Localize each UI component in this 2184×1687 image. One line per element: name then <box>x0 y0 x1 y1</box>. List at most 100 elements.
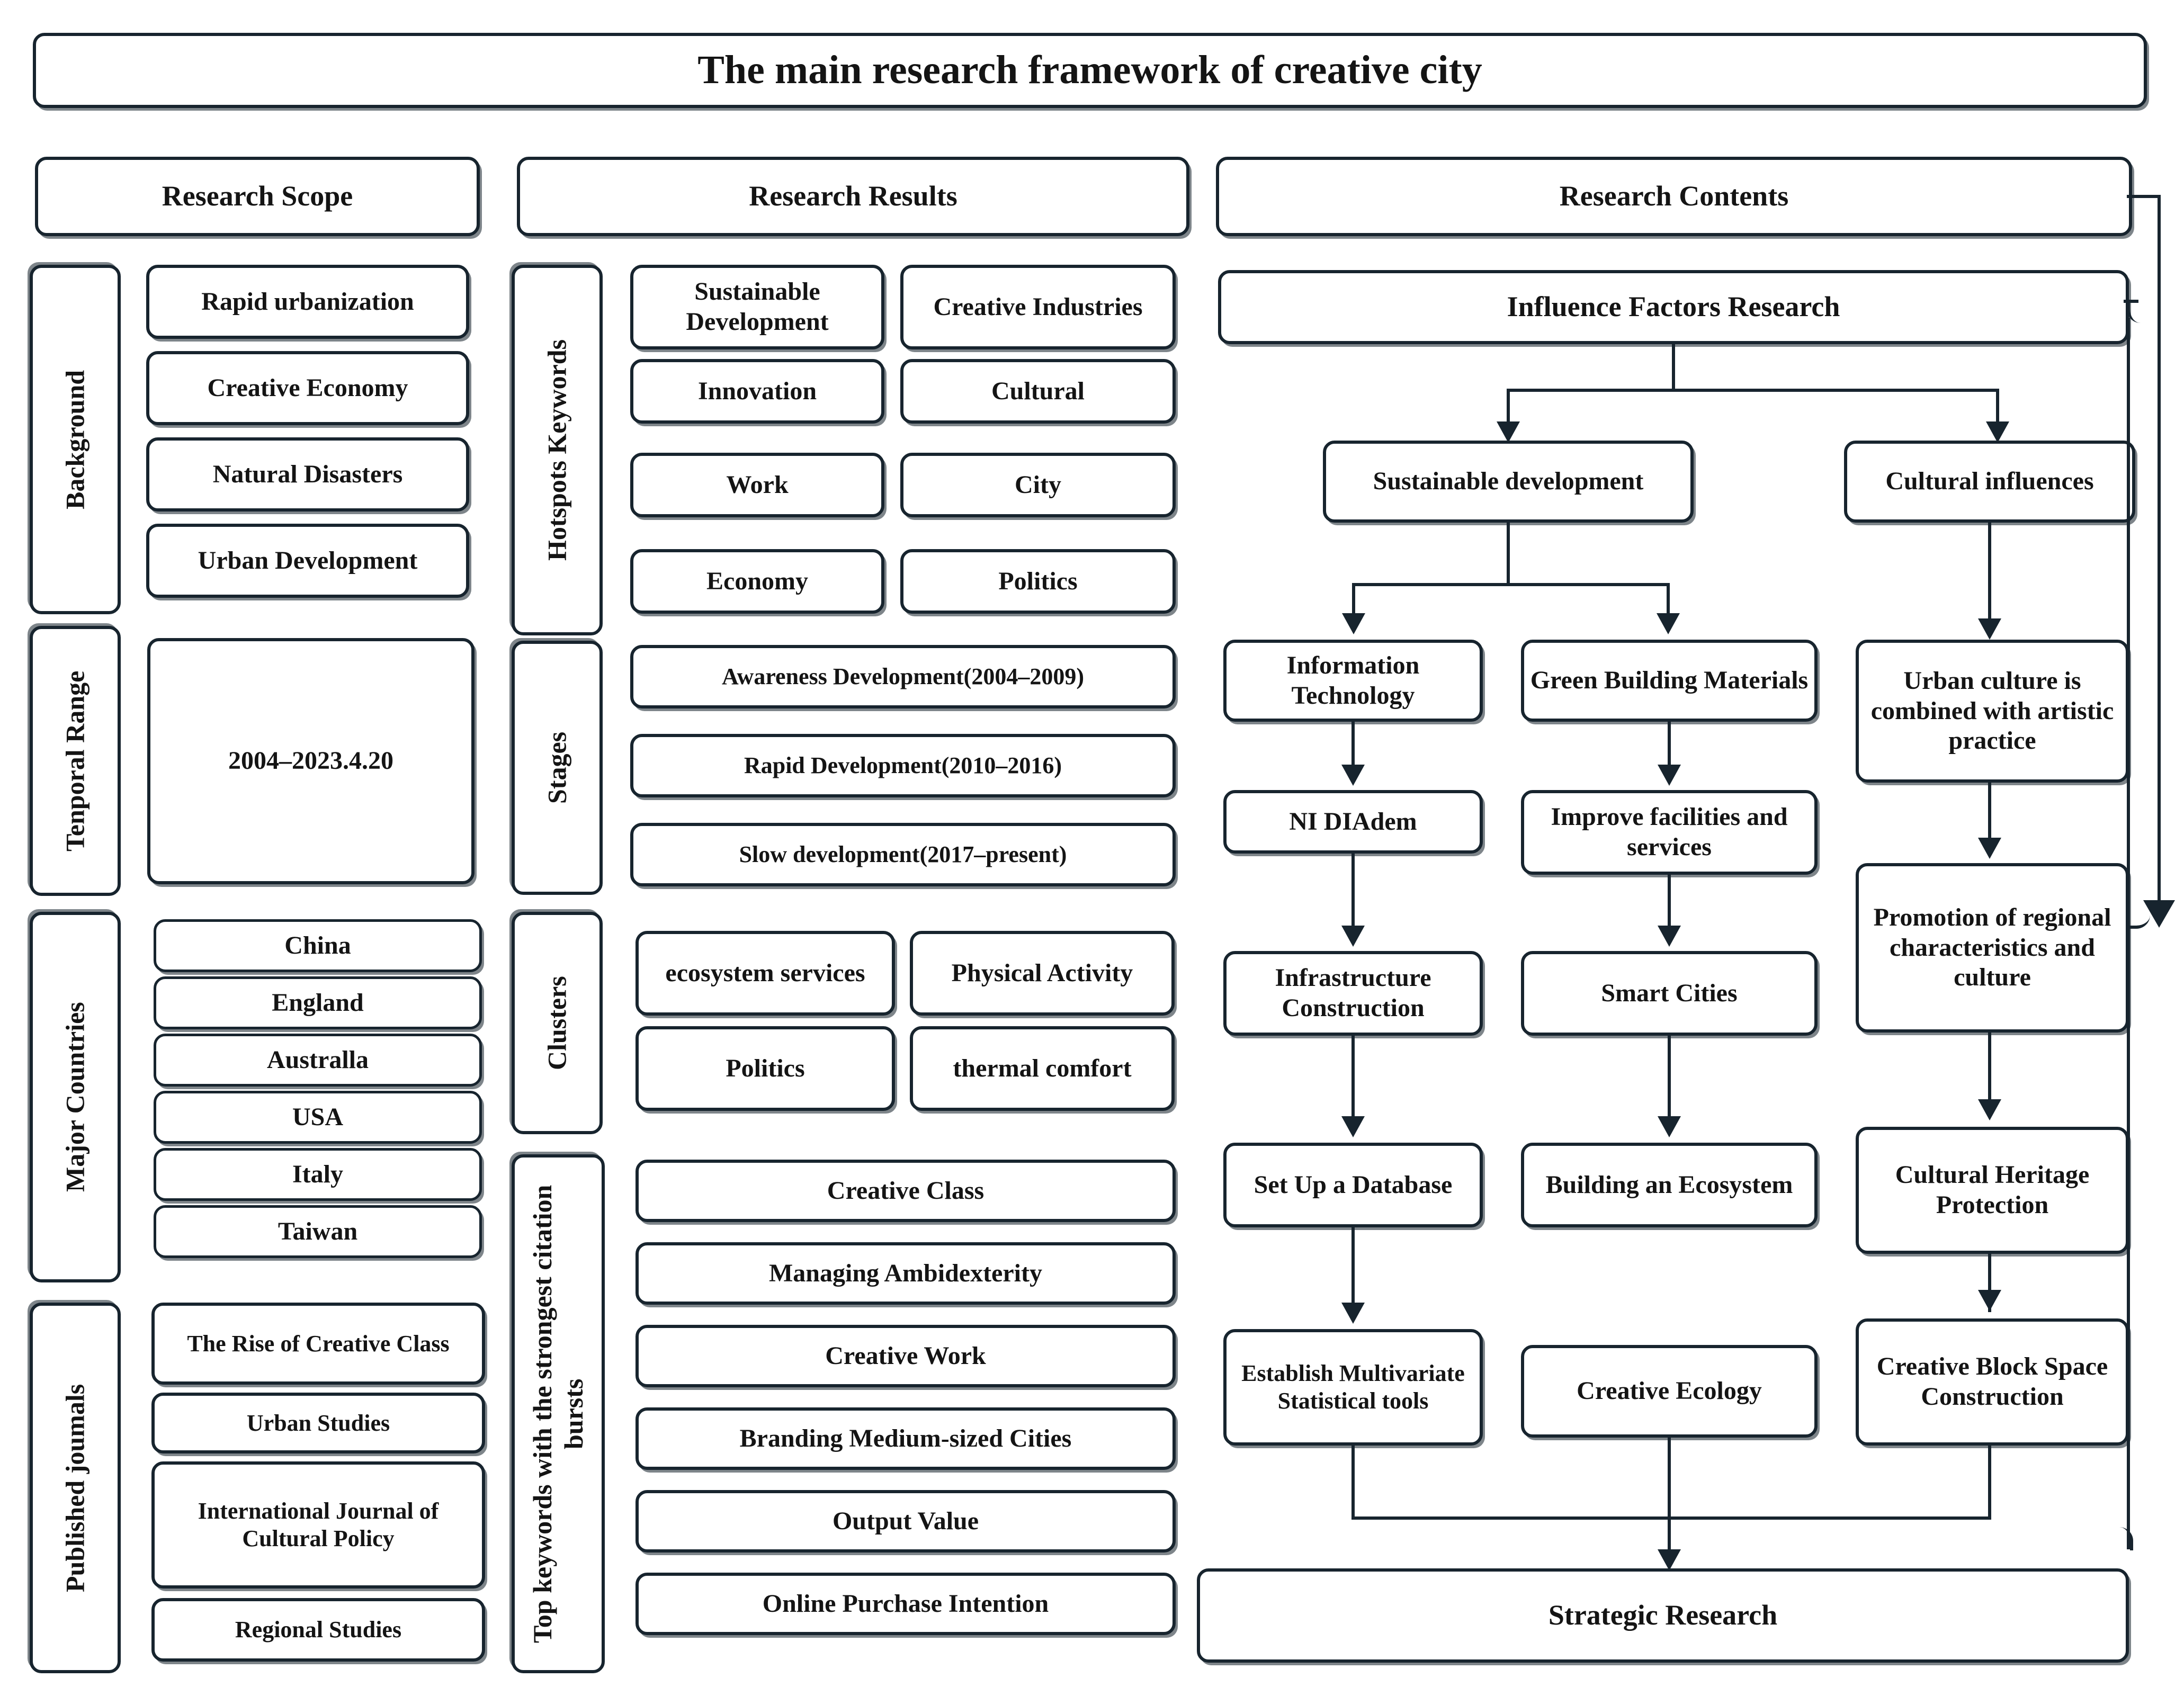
scope-item-urban-development: Urban Development <box>146 524 469 598</box>
feedback-outer-vertical <box>2158 195 2161 910</box>
arrow-urban-culture-to-promotion <box>1978 838 2001 859</box>
connector-establish-tools-down <box>1351 1446 1355 1520</box>
scope-item-italy: Italy <box>154 1148 482 1201</box>
contents-footer-strategic-research: Strategic Research <box>1197 1568 2129 1663</box>
results-cluster-thermal-comfort: thermal comfort <box>910 1026 1175 1111</box>
contents-branch-cultural-influences: Cultural influences <box>1844 441 2135 523</box>
arrow-root-to-cultural <box>1986 421 2009 443</box>
connector-merge-to-strategic <box>1668 1516 1671 1554</box>
group-label-hotspots-keywords: Hotspots Keywords <box>512 265 603 635</box>
arrow-merge-to-strategic-research <box>1658 1549 1681 1571</box>
results-burst-online-purchase-intention: Online Purchase Intention <box>635 1573 1176 1635</box>
scope-item-usa: USA <box>154 1091 482 1144</box>
arrow-to-information-technology <box>1342 613 1365 634</box>
results-keyword-city: City <box>900 453 1176 517</box>
feedback-inner-vertical-upper <box>2127 318 2130 922</box>
connector-sustainable-stem <box>1507 523 1510 586</box>
arrow-improve-facilities-to-smart-cities <box>1658 926 1681 947</box>
results-keyword-work: Work <box>630 453 884 517</box>
contents-node-smart-cities: Smart Cities <box>1521 951 1818 1036</box>
connector-cultural-to-urban-culture <box>1988 523 1991 623</box>
group-label-published-journals: Published joumals <box>30 1303 121 1673</box>
results-keyword-cultural: Cultural <box>900 359 1176 424</box>
connector-database-to-establish-tools <box>1351 1227 1355 1304</box>
connector-sustainable-split <box>1352 583 1670 586</box>
results-burst-managing-ambidexterity: Managing Ambidexterity <box>635 1242 1176 1305</box>
connector-root-stem <box>1672 344 1675 392</box>
scope-item-journal-rise-of-creative-class: The Rise of Creative Class <box>151 1303 485 1385</box>
connector-it-to-ni-diadem <box>1351 722 1355 769</box>
arrow-ni-diadem-to-infrastructure <box>1341 926 1365 947</box>
group-label-top-keywords-citation-bursts: Top keywords with the strongest citation… <box>512 1154 605 1673</box>
contents-root-influence-factors-research: Influence Factors Research <box>1218 270 2129 344</box>
feedback-inner-top-curve <box>2127 300 2151 323</box>
results-keyword-innovation: Innovation <box>630 359 884 424</box>
connector-root-split <box>1507 389 1999 392</box>
results-stage-slow-development: Slow development(2017–present) <box>630 823 1176 886</box>
group-label-background: Background <box>30 265 121 614</box>
contents-node-cultural-heritage-protection: Cultural Heritage Protection <box>1856 1127 2129 1254</box>
page-title: The main research framework of creative … <box>33 33 2147 108</box>
contents-node-creative-ecology: Creative Ecology <box>1521 1345 1818 1438</box>
group-label-temporal-range: Tenporal Range <box>30 626 121 896</box>
contents-node-infrastructure-construction: Infrastructure Construction <box>1223 951 1483 1036</box>
contents-branch-sustainable-development: Sustainable development <box>1323 441 1694 523</box>
contents-node-building-an-ecosystem: Building an Ecosystem <box>1521 1143 1818 1227</box>
arrow-to-green-building-materials <box>1657 613 1680 634</box>
connector-promotion-to-heritage <box>1988 1033 1991 1101</box>
results-cluster-physical-activity: Physical Activity <box>910 931 1175 1016</box>
connector-merge-bar <box>1351 1516 1991 1520</box>
results-stage-awareness-development: Awareness Development(2004–2009) <box>630 645 1176 708</box>
feedback-outer-top <box>2127 195 2161 198</box>
scope-item-england: England <box>154 976 482 1029</box>
arrow-it-to-ni-diadem <box>1341 765 1365 786</box>
connector-root-to-sustainable <box>1507 389 1510 426</box>
scope-item-journal-regional-studies: Regional Studies <box>151 1598 485 1662</box>
scope-item-temporal-range-value: 2004–2023.4.20 <box>147 638 475 884</box>
arrow-infrastructure-to-database <box>1341 1116 1365 1137</box>
connector-creative-block-down <box>1988 1446 1991 1520</box>
group-label-major-countries: Major Countries <box>30 912 121 1282</box>
connector-infrastructure-to-database <box>1351 1036 1355 1118</box>
results-stage-rapid-development: Rapid Development(2010–2016) <box>630 734 1176 797</box>
results-burst-branding-medium-sized-cities: Branding Medium-sized Cities <box>635 1407 1176 1470</box>
connector-green-building-to-improve-facilities <box>1668 722 1671 769</box>
connector-sustainable-to-it <box>1352 583 1355 617</box>
arrow-smart-cities-to-building-ecosystem <box>1658 1116 1681 1137</box>
results-burst-creative-work: Creative Work <box>635 1325 1176 1387</box>
connector-smart-cities-to-building-ecosystem <box>1668 1036 1671 1118</box>
results-cluster-politics: Politics <box>635 1026 895 1111</box>
results-keyword-sustainable-development: Sustainable Development <box>630 265 884 349</box>
contents-node-set-up-a-database: Set Up a Database <box>1223 1143 1483 1227</box>
feedback-inner-vertical-lower <box>2127 921 2130 1549</box>
results-burst-output-value: Output Value <box>635 1490 1176 1553</box>
contents-node-green-building-materials: Green Building Materials <box>1521 640 1818 722</box>
scope-item-australia: Australla <box>154 1034 482 1087</box>
connector-sustainable-to-green-building <box>1667 583 1670 617</box>
results-keyword-creative-industries: Creative Industries <box>900 265 1176 349</box>
contents-node-improve-facilities-and-services: Improve facilities and services <box>1521 790 1818 875</box>
feedback-inner-bottom-curve <box>2104 1527 2133 1550</box>
arrow-root-to-sustainable <box>1497 421 1520 443</box>
contents-node-urban-culture-artistic-practice: Urban culture is combined with artistic … <box>1856 640 2129 783</box>
contents-node-creative-block-space-construction: Creative Block Space Construction <box>1856 1318 2129 1446</box>
arrow-to-urban-culture <box>1978 618 2001 640</box>
scope-item-china: China <box>154 919 482 972</box>
arrow-promotion-to-heritage <box>1978 1099 2001 1120</box>
connector-heritage-to-creative-block <box>1988 1254 1991 1312</box>
connector-root-to-cultural <box>1996 389 1999 426</box>
contents-node-establish-multivariate-statistical-tools: Establish Multivariate Statistical tools <box>1223 1329 1483 1446</box>
column-header-research-scope: Research Scope <box>35 157 480 236</box>
scope-item-journal-urban-studies: Urban Studies <box>151 1393 485 1453</box>
contents-node-promotion-regional-characteristics: Promotion of regional characteristics an… <box>1856 863 2129 1033</box>
scope-item-journal-international-journal-of-cultural-policy: International Journal of Cultural Policy <box>151 1461 485 1589</box>
results-cluster-ecosystem-services: ecosystem services <box>635 931 895 1016</box>
results-keyword-economy: Economy <box>630 549 884 614</box>
arrow-database-to-establish-tools <box>1341 1303 1365 1324</box>
contents-node-ni-diadem: NI DIAdem <box>1223 790 1483 854</box>
feedback-inner-junction-curve <box>2127 903 2150 929</box>
group-label-clusters: Clusters <box>512 912 603 1134</box>
connector-improve-facilities-to-smart-cities <box>1668 875 1671 928</box>
arrow-heritage-to-creative-block <box>1978 1290 2001 1311</box>
connector-creative-ecology-to-merge <box>1668 1438 1671 1520</box>
